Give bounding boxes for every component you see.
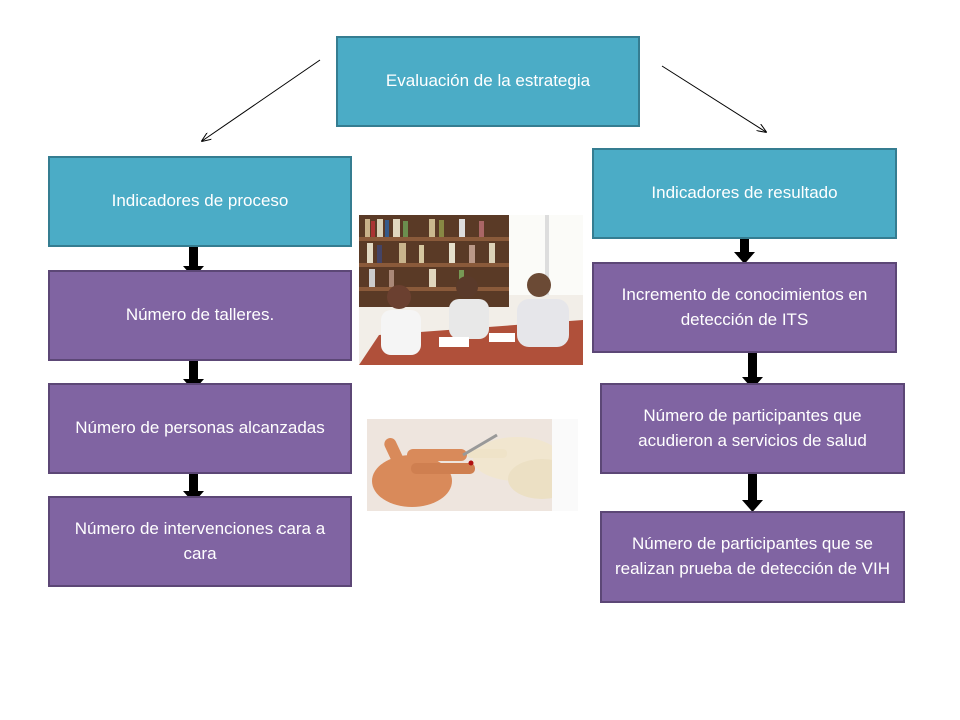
root-node: Evaluación de la estrategia	[336, 36, 640, 127]
process-indicators-label: Indicadores de proceso	[111, 191, 289, 211]
process-item-label: Número de talleres.	[125, 305, 275, 325]
arrow-root-to-process	[202, 59, 321, 141]
process-indicators-header: Indicadores de proceso	[48, 156, 352, 247]
root-node-label: Evaluación de la estrategia	[385, 71, 591, 91]
arrow-down-right-3	[742, 473, 763, 512]
meeting-photo	[359, 215, 583, 365]
process-item-label: Número de personas alcanzadas	[75, 418, 325, 438]
process-item-label: Número de intervenciones cara a cara	[74, 518, 326, 563]
arrow-down-right-1	[734, 224, 755, 264]
process-item-interventions: Número de intervenciones cara a cara	[48, 496, 352, 587]
arrow-root-to-result	[661, 65, 766, 132]
result-item-label: Número de participantes que se realizan …	[614, 534, 890, 578]
result-item-label: Número de participantes que acudieron a …	[638, 405, 867, 450]
result-item-hiv-test: Número de participantes que se realizan …	[600, 511, 905, 603]
result-item-knowledge: Incremento de conocimientos en detección…	[592, 262, 897, 353]
process-item-workshops: Número de talleres.	[48, 270, 352, 361]
result-indicators-label: Indicadores de resultado	[651, 183, 838, 203]
process-item-people-reached: Número de personas alcanzadas	[48, 383, 352, 474]
result-item-label: Incremento de conocimientos en detección…	[621, 284, 868, 329]
result-item-health-services: Número de participantes que acudieron a …	[600, 383, 905, 474]
result-indicators-header: Indicadores de resultado	[592, 148, 897, 239]
blood-test-photo	[367, 419, 578, 511]
